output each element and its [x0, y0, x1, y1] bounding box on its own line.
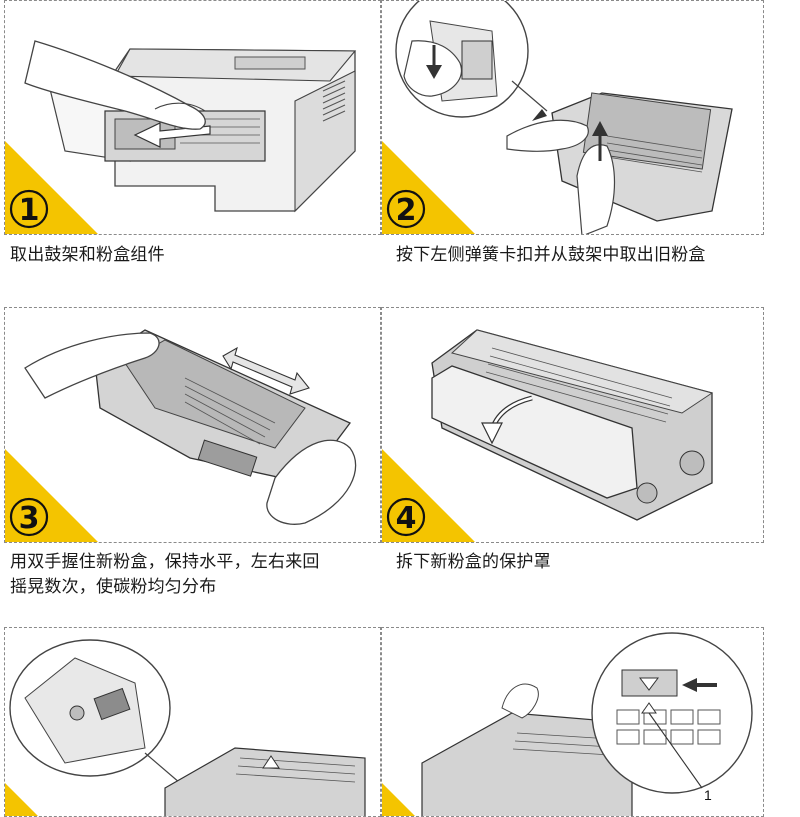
step-3-caption-line-2: 摇晃数次，使碳粉均匀分布	[10, 577, 217, 597]
step-1-panel: 1	[4, 0, 381, 235]
toner-release-illustration: 2	[382, 1, 733, 234]
svg-text:4: 4	[396, 501, 417, 536]
protective-cover-illustration: 4	[382, 329, 714, 542]
svg-text:1: 1	[19, 193, 40, 228]
svg-text:2: 2	[396, 193, 417, 228]
step-badge-5	[5, 783, 38, 816]
step-badge-3	[5, 449, 98, 542]
step-badge-4	[382, 449, 475, 542]
step-1-caption: 取出鼓架和粉盒组件	[10, 245, 165, 265]
step-4-caption: 拆下新粉盒的保护罩	[396, 552, 551, 572]
step-3-caption: 用双手握住新粉盒，保持水平，左右来回 摇晃数次，使碳粉均匀分布	[10, 550, 320, 600]
drum-insert-illustration	[5, 639, 366, 816]
step-badge-1	[5, 141, 98, 234]
step-2-caption: 按下左侧弹簧卡扣并从鼓架中取出旧粉盒	[396, 245, 706, 265]
drum-lock-illustration: 1	[382, 632, 753, 816]
step-6-panel: 1	[381, 627, 764, 817]
toner-shake-illustration: 3	[5, 329, 357, 542]
step-badge-2	[382, 141, 475, 234]
step-4-panel: 4	[381, 307, 764, 543]
svg-text:3: 3	[19, 501, 40, 536]
step-2-panel: 2	[381, 0, 764, 235]
printer-removal-illustration: 1	[5, 40, 357, 234]
step-5-panel	[4, 627, 381, 817]
step-badge-6	[382, 783, 415, 816]
callout-label-1: 1	[704, 787, 712, 803]
step-3-panel: 3	[4, 307, 381, 543]
step-3-caption-line-1: 用双手握住新粉盒，保持水平，左右来回	[10, 552, 320, 572]
